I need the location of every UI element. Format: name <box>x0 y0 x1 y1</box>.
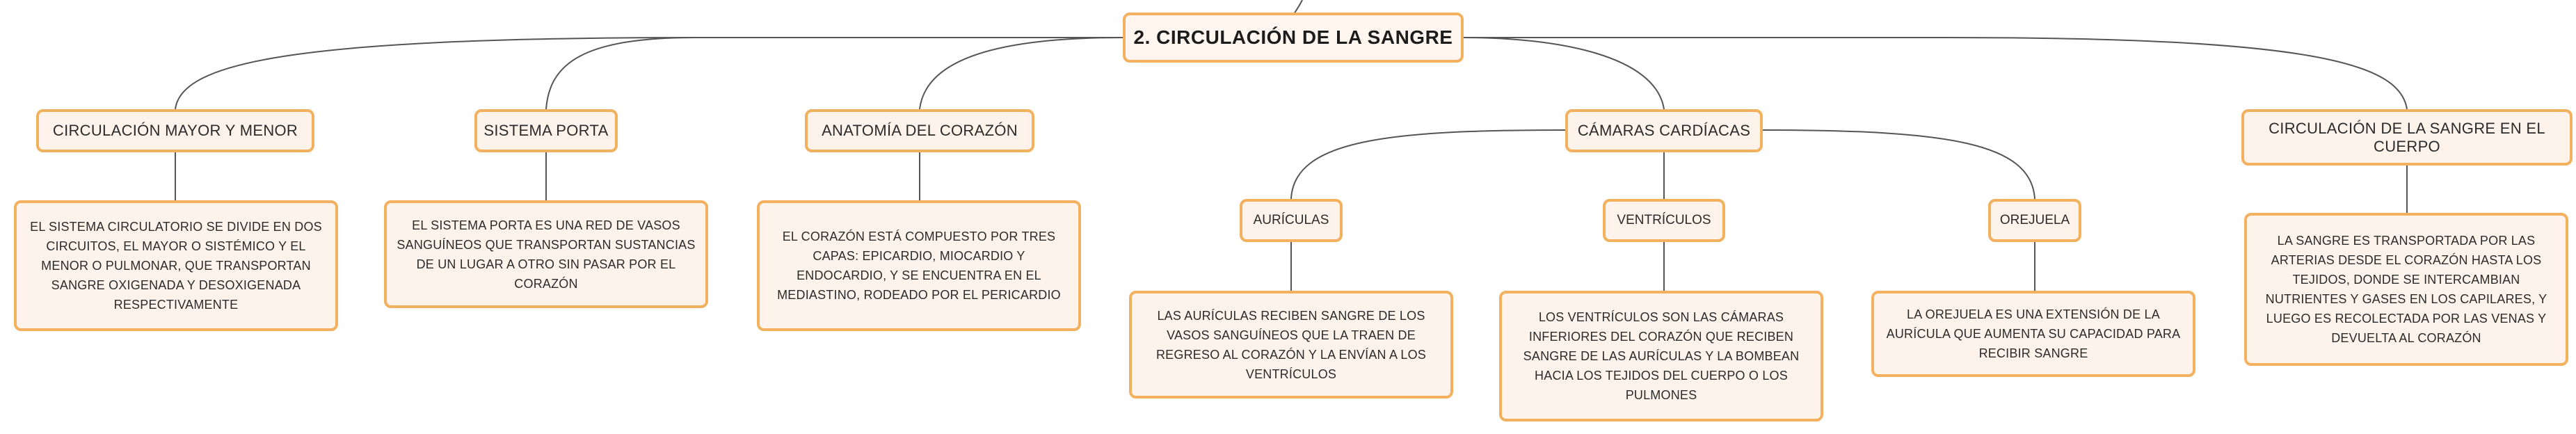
connector-title-to-circulacion-mayor <box>175 37 1123 110</box>
topic-circulacion-mayor-menor[interactable]: CIRCULACIÓN MAYOR Y MENOR <box>36 109 314 152</box>
subtopic-label: OREJUELA <box>1999 213 2070 227</box>
description-text: LAS AURÍCULAS RECIBEN SANGRE DE LOS VASO… <box>1155 308 1426 381</box>
topic-label: CÁMARAS CARDÍACAS <box>1577 122 1751 139</box>
topic-camaras-cardiacas[interactable]: CÁMARAS CARDÍACAS <box>1565 109 1763 152</box>
description-orejuela[interactable]: LA OREJUELA ES UNA EXTENSIÓN DE LA AURÍC… <box>1871 291 2195 377</box>
description-circulacion-cuerpo[interactable]: LA SANGRE ES TRANSPORTADA POR LAS ARTERI… <box>2244 213 2568 366</box>
central-title: 2. CIRCULACIÓN DE LA SANGRE <box>1133 26 1453 48</box>
description-anatomia-corazon[interactable]: EL CORAZÓN ESTÁ COMPUESTO POR TRES CAPAS… <box>757 200 1081 331</box>
topic-label: CIRCULACIÓN DE LA SANGRE EN EL CUERPO <box>2269 119 2545 155</box>
subtopic-label: VENTRÍCULOS <box>1617 213 1711 227</box>
connector-title-to-camaras <box>1463 37 1665 110</box>
topic-sistema-porta[interactable]: SISTEMA PORTA <box>474 109 618 152</box>
description-auriculas[interactable]: LAS AURÍCULAS RECIBEN SANGRE DE LOS VASO… <box>1129 291 1453 399</box>
connector-title-to-sistema-porta <box>545 37 1123 110</box>
topic-circulacion-cuerpo[interactable]: CIRCULACIÓN DE LA SANGRE EN EL CUERPO <box>2241 109 2573 166</box>
topic-label: SISTEMA PORTA <box>483 122 609 139</box>
connector-title-to-anatomia <box>919 37 1123 110</box>
connector-camaras-to-orejuela <box>1762 129 2035 200</box>
connector-camaras-to-auriculas <box>1290 129 1566 200</box>
description-text: LA SANGRE ES TRANSPORTADA POR LAS ARTERI… <box>2265 234 2547 345</box>
topic-label: CIRCULACIÓN MAYOR Y MENOR <box>52 122 298 139</box>
central-title-node[interactable]: 2. CIRCULACIÓN DE LA SANGRE <box>1123 13 1464 63</box>
description-ventriculos[interactable]: LOS VENTRÍCULOS SON LAS CÁMARAS INFERIOR… <box>1499 291 1823 421</box>
description-text: EL SISTEMA PORTA ES UNA RED DE VASOS SAN… <box>397 218 696 291</box>
subtopic-orejuela[interactable]: OREJUELA <box>1988 199 2081 242</box>
description-text: EL SISTEMA CIRCULATORIO SE DIVIDE EN DOS… <box>30 220 322 312</box>
connector-title-to-circulacion-cuerpo <box>1464 37 2408 110</box>
subtopic-auriculas[interactable]: AURÍCULAS <box>1240 199 1343 242</box>
topic-anatomia-corazon[interactable]: ANATOMÍA DEL CORAZÓN <box>805 109 1034 152</box>
description-circulacion-mayor-menor[interactable]: EL SISTEMA CIRCULATORIO SE DIVIDE EN DOS… <box>14 200 338 331</box>
subtopic-ventriculos[interactable]: VENTRÍCULOS <box>1603 199 1725 242</box>
description-text: EL CORAZÓN ESTÁ COMPUESTO POR TRES CAPAS… <box>777 230 1061 302</box>
description-text: LA OREJUELA ES UNA EXTENSIÓN DE LA AURÍC… <box>1886 307 2181 360</box>
description-text: LOS VENTRÍCULOS SON LAS CÁMARAS INFERIOR… <box>1523 310 1800 402</box>
connector-parent-to-title <box>1293 0 1303 15</box>
description-sistema-porta[interactable]: EL SISTEMA PORTA ES UNA RED DE VASOS SAN… <box>384 200 708 308</box>
topic-label: ANATOMÍA DEL CORAZÓN <box>822 122 1018 139</box>
subtopic-label: AURÍCULAS <box>1253 213 1329 227</box>
